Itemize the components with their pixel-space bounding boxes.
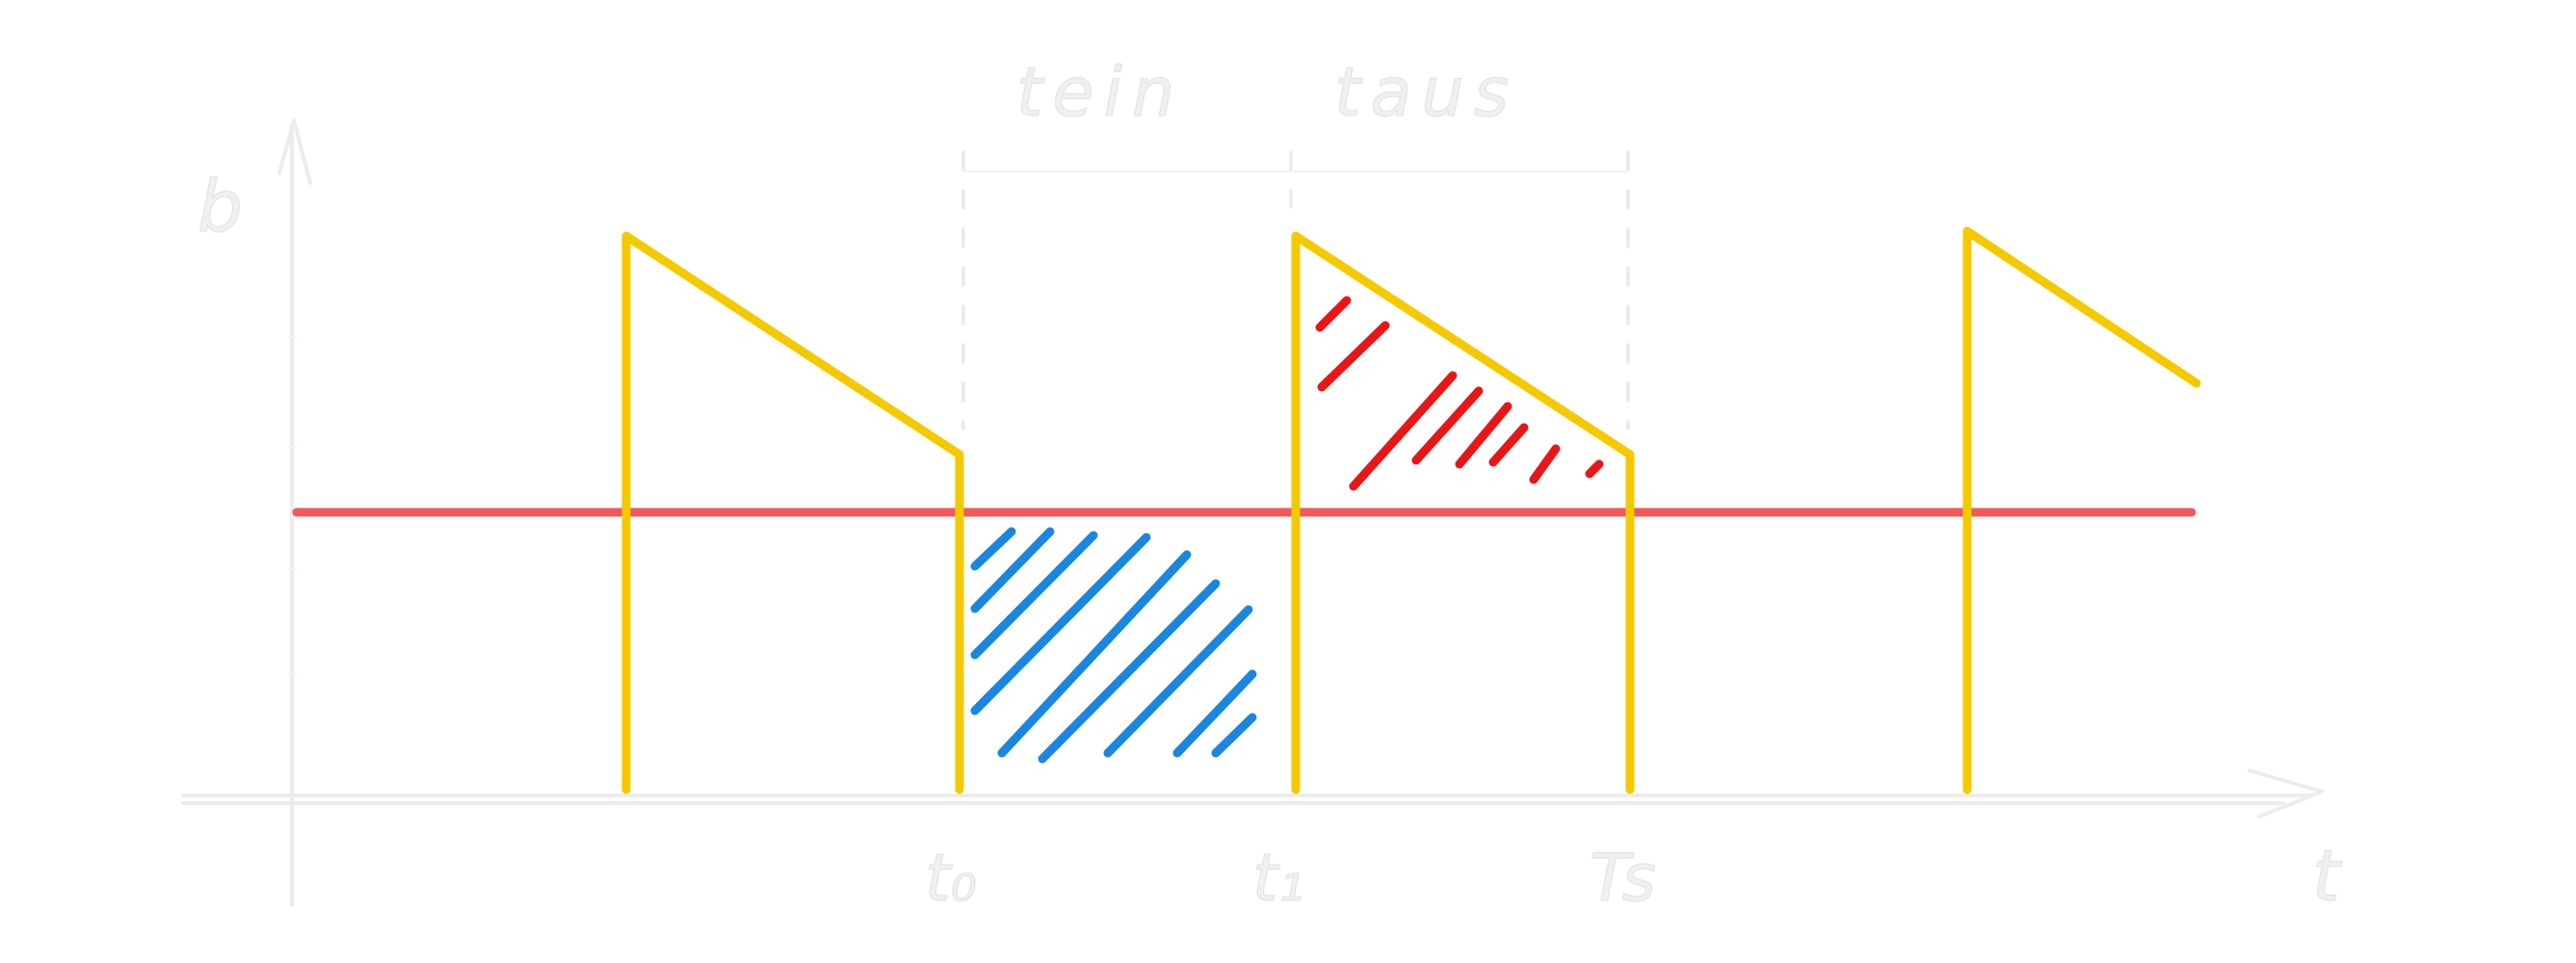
hatch-stroke — [1103, 605, 1253, 758]
hatch-stroke — [1315, 296, 1352, 332]
y-axis — [277, 118, 312, 907]
hatch-stroke — [1349, 371, 1458, 491]
hatch-stroke — [1455, 402, 1512, 469]
y-axis-label: b — [197, 166, 243, 248]
hatch-stroke — [970, 533, 1151, 716]
interval-label-tein: tein — [1016, 53, 1184, 132]
hatch-stroke — [1211, 713, 1257, 758]
axes — [181, 118, 2324, 907]
tick-label-t0: t₀ — [925, 841, 977, 917]
period-markers — [961, 150, 1630, 430]
hatch-stroke — [1411, 386, 1484, 465]
tick-label-ts: Ts — [1590, 841, 1656, 917]
x-axis — [181, 768, 2324, 819]
signal-waveform — [621, 226, 2201, 794]
hatch-stroke — [1488, 423, 1529, 467]
hatch-stroke — [970, 527, 1016, 571]
hatch-area-below-mean — [970, 527, 1257, 764]
interval-label-taus: taus — [1334, 53, 1518, 132]
hatch-stroke — [1585, 459, 1604, 479]
hatch-stroke — [1529, 444, 1561, 484]
hatch-area-above-mean — [1315, 296, 1604, 491]
hatch-stroke — [970, 531, 1098, 660]
hatch-stroke — [1038, 579, 1221, 764]
hatch-stroke — [1317, 321, 1390, 392]
hatch-stroke — [970, 527, 1055, 613]
y-axis-ticks — [289, 336, 297, 675]
tick-label-t1: t₁ — [1252, 841, 1304, 917]
labels: b t t₀ t₁ Ts tein taus — [197, 52, 2343, 918]
hatch-stroke — [997, 550, 1192, 758]
x-axis-label: t — [2312, 835, 2343, 918]
hatch-stroke — [1172, 669, 1257, 758]
